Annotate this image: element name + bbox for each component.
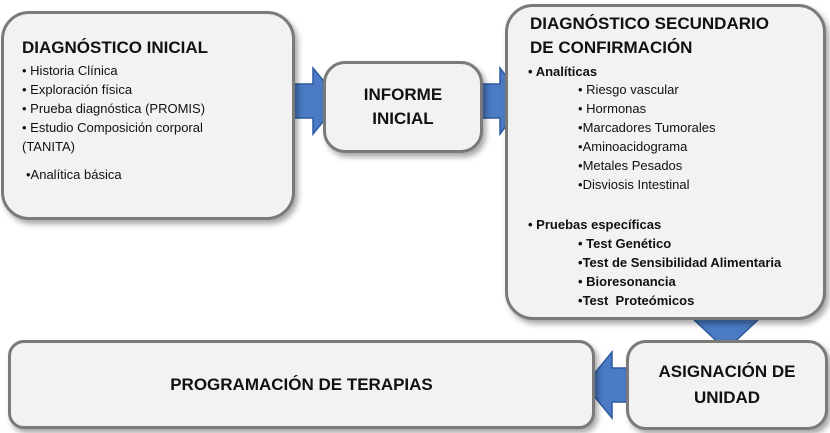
analiticas-heading: • Analíticas	[528, 64, 598, 79]
informe-inicial-box: INFORME INICIAL	[323, 61, 483, 153]
item-historia-clinica: • Historia Clínica	[22, 63, 118, 78]
prueba-sensibilidad-alimentaria: •Test de Sensibilidad Alimentaria	[578, 255, 782, 270]
analitica-hormonas: • Hormonas	[578, 101, 647, 116]
prueba-bioresonancia: • Bioresonancia	[578, 274, 676, 289]
asignacion-line2: UNIDAD	[693, 388, 761, 407]
informe-inicial-line1: INFORME	[363, 85, 443, 104]
prueba-test-proteomicos: •Test Proteómicos	[578, 293, 695, 308]
item-prueba-diagnostica: • Prueba diagnóstica (PROMIS)	[22, 101, 206, 116]
item-estudio-composicion: • Estudio Composición corporal	[22, 120, 203, 135]
analitica-riesgo-vascular: • Riesgo vascular	[578, 82, 679, 97]
pruebas-heading: • Pruebas específicas	[528, 217, 662, 232]
diagnostico-inicial-box	[1, 11, 295, 220]
diagnostico-secundario-title-2: DE CONFIRMACIÓN	[530, 38, 693, 57]
item-tanita: (TANITA)	[22, 139, 75, 154]
informe-inicial-line2: INICIAL	[372, 109, 434, 128]
asignacion-line1: ASIGNACIÓN DE	[658, 362, 796, 381]
analitica-aminoacidograma: •Aminoacidograma	[578, 139, 688, 154]
programacion-terapias-label: PROGRAMACIÓN DE TERAPIAS	[170, 374, 433, 394]
asignacion-unidad-box: ASIGNACIÓN DE UNIDAD	[626, 340, 828, 430]
analitica-marcadores-tumorales: •Marcadores Tumorales	[578, 120, 716, 135]
analitica-metales-pesados: •Metales Pesados	[578, 158, 683, 173]
analitica-disviosis-intestinal: •Disviosis Intestinal	[578, 177, 690, 192]
item-exploracion-fisica: • Exploración física	[22, 82, 133, 97]
item-analitica-basica: •Analítica básica	[26, 167, 122, 182]
diagnostico-secundario-box	[505, 4, 826, 320]
diagnostico-inicial-title: DIAGNÓSTICO INICIAL	[22, 38, 209, 57]
programacion-terapias-box: PROGRAMACIÓN DE TERAPIAS	[8, 340, 595, 429]
diagnostico-secundario-title-1: DIAGNÓSTICO SECUNDARIO	[530, 14, 769, 33]
prueba-test-genetico: • Test Genético	[578, 236, 672, 251]
